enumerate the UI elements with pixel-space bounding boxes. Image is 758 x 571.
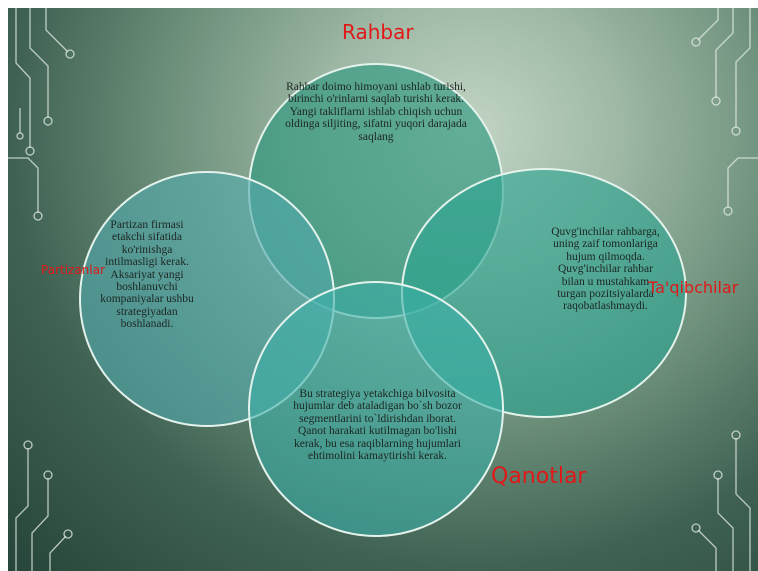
rahbar-label: Rahbar [342,20,414,44]
qanotlar-label: Qanotlar [491,464,587,489]
circuit-decoration [8,8,758,571]
partizanlar-label: Partizanlar [41,263,105,277]
partizanlar-description: Partizan firmasi etakchi sifatida ko'rin… [100,219,194,331]
rahbar-description: Rahbar doimo himoyani ushlab turishi, bi… [285,81,467,143]
qanotlar-description: Bu strategiya yetakchiga bilvosita hujum… [293,388,462,463]
slide: Rahbar doimo himoyani ushlab turishi, bi… [8,8,758,571]
circle-qanotlar [248,281,504,537]
taqibchilar-label: Ta'qibchilar [648,278,739,297]
taqibchilar-description: Quvg'inchilar rahbarga, uning zaif tomon… [551,226,660,313]
